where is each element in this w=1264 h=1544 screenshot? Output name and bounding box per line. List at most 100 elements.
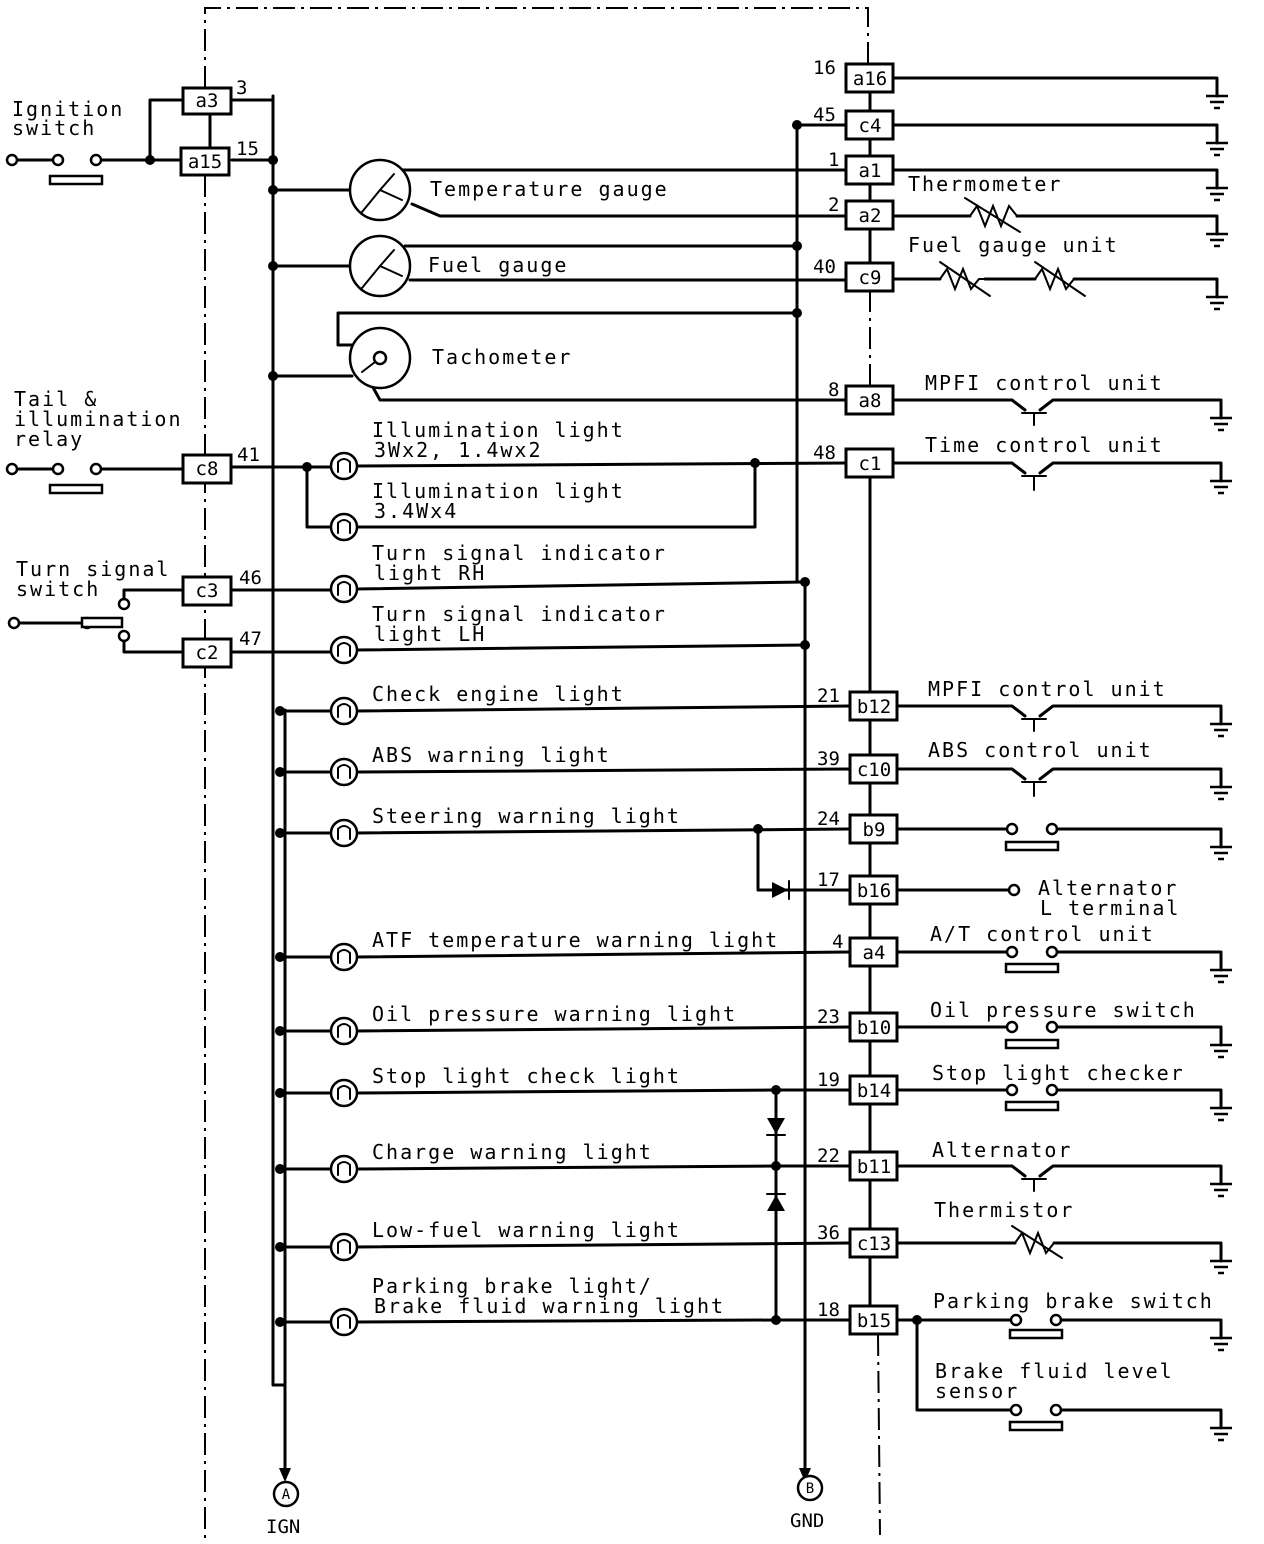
time-control-unit-label: Time control unit bbox=[925, 433, 1164, 457]
abs-control-unit-label: ABS control unit bbox=[928, 738, 1153, 762]
indicator-light: Parking brake light/Brake fluid warning … bbox=[275, 1274, 852, 1337]
fuel-gauge-unit-label: Fuel gauge unit bbox=[908, 233, 1119, 257]
ground-icon bbox=[1210, 1043, 1232, 1059]
connector-id: b10 bbox=[857, 1017, 891, 1039]
ground-icon bbox=[1210, 1426, 1232, 1442]
indicator-light-label: Illumination light bbox=[372, 418, 625, 442]
connector-id: a1 bbox=[859, 160, 882, 182]
ground-icon bbox=[1210, 968, 1232, 984]
pin-15: 15 bbox=[236, 138, 259, 160]
right-connectors: a1616c445a11a22c940a88c148b1221c1039b924… bbox=[813, 57, 899, 1336]
stop-light-checker-label: Stop light checker bbox=[932, 1061, 1185, 1085]
ignition-switch-label-2: switch bbox=[12, 116, 96, 140]
connector-id: a4 bbox=[863, 942, 886, 964]
indicator-light-label: Illumination light bbox=[372, 479, 625, 503]
pin-number: 8 bbox=[828, 379, 839, 401]
pin-number: 2 bbox=[828, 194, 839, 216]
terminal-gnd-label: GND bbox=[790, 1510, 824, 1532]
tail-relay-label-1: Tail & bbox=[14, 387, 98, 411]
alternator-l-label-2: L terminal bbox=[1040, 896, 1180, 920]
turn-switch-label-1: Turn signal bbox=[16, 557, 170, 581]
pin-41: 41 bbox=[237, 444, 260, 466]
connector-id: c10 bbox=[857, 759, 891, 781]
pin-number: 21 bbox=[817, 685, 840, 707]
turn-switch-label-2: switch bbox=[16, 577, 100, 601]
alternator-label: Alternator bbox=[932, 1138, 1072, 1162]
connector-a1: a11 bbox=[828, 149, 895, 186]
ignition-switch-label-1: Ignition bbox=[12, 97, 124, 121]
indicator-light-label: Oil pressure warning light bbox=[372, 1002, 737, 1026]
right-components bbox=[890, 76, 1223, 1432]
indicator-light-label: Charge warning light bbox=[372, 1140, 653, 1164]
connector-a4: a44 bbox=[832, 931, 899, 968]
indicator-light-label: Low-fuel warning light bbox=[372, 1218, 681, 1242]
pin-3: 3 bbox=[236, 77, 247, 99]
indicator-light-label: Check engine light bbox=[372, 682, 625, 706]
connector-id: b12 bbox=[857, 696, 891, 718]
pin-number: 45 bbox=[813, 104, 836, 126]
tail-relay-label-2: illumination bbox=[14, 407, 183, 431]
indicator-light: Charge warning light bbox=[275, 1140, 852, 1184]
indicator-light-label: 3Wx2, 1.4wx2 bbox=[374, 438, 543, 462]
ground-symbols bbox=[1206, 94, 1232, 1442]
ground-icon bbox=[1206, 141, 1228, 157]
ground-icon bbox=[1206, 295, 1228, 311]
parking-brake-switch-label: Parking brake switch bbox=[933, 1289, 1214, 1313]
diode-network bbox=[753, 824, 850, 1325]
connector-a15: a15 bbox=[188, 151, 222, 173]
connector-c8: c8 bbox=[196, 458, 219, 480]
at-control-unit-label: A/T control unit bbox=[930, 922, 1155, 946]
oil-pressure-switch-label: Oil pressure switch bbox=[930, 998, 1197, 1022]
gauges bbox=[268, 120, 850, 402]
connector-id: a16 bbox=[853, 68, 887, 90]
fuel-gauge-label: Fuel gauge bbox=[428, 253, 568, 277]
terminal-b-mark: B bbox=[806, 1481, 814, 1497]
left-labels: Ignition switch Tail & illumination rela… bbox=[12, 97, 183, 601]
pin-number: 36 bbox=[817, 1222, 840, 1244]
connector-b12: b12 21 bbox=[817, 685, 899, 722]
pin-number: 40 bbox=[813, 256, 836, 278]
indicator-light-label: Parking brake light/ bbox=[372, 1274, 653, 1298]
indicator-light-label: Steering warning light bbox=[372, 804, 681, 828]
tachometer-label: Tachometer bbox=[432, 345, 572, 369]
mpfi-control-unit-label-1: MPFI control unit bbox=[925, 371, 1164, 395]
connector-id: b16 bbox=[857, 880, 891, 902]
connector-a2: a22 bbox=[828, 194, 895, 231]
turn-signal-switch bbox=[7, 588, 332, 654]
right-labels: Thermometer Fuel gauge unit MPFI control… bbox=[908, 172, 1214, 1403]
connector-id: c9 bbox=[859, 267, 882, 289]
connector-id: c1 bbox=[859, 453, 882, 475]
connector-c9: c9 40 bbox=[813, 256, 895, 293]
indicator-light: ATF temperature warning light bbox=[275, 928, 852, 972]
connector-c2: c2 bbox=[196, 642, 219, 664]
indicator-light-label: Brake fluid warning light bbox=[374, 1294, 725, 1318]
indicator-light: ABS warning light bbox=[275, 743, 852, 787]
pin-46: 46 bbox=[239, 567, 262, 589]
connector-id: b11 bbox=[857, 1156, 891, 1178]
terminal-ign-label: IGN bbox=[266, 1516, 300, 1538]
left-connectors: a3 3 a15 15 c8 41 c3 46 c2 47 bbox=[179, 77, 262, 669]
brake-fluid-level-label-2: sensor bbox=[935, 1379, 1019, 1403]
connector-id: b9 bbox=[863, 819, 886, 841]
terminal-a-mark: A bbox=[282, 1487, 291, 1503]
connector-a3: a3 bbox=[196, 90, 219, 112]
ground-icon bbox=[1210, 1106, 1232, 1122]
connector-id: a8 bbox=[859, 390, 882, 412]
connector-c3: c3 bbox=[196, 580, 219, 602]
temperature-gauge-label: Temperature gauge bbox=[430, 177, 669, 201]
